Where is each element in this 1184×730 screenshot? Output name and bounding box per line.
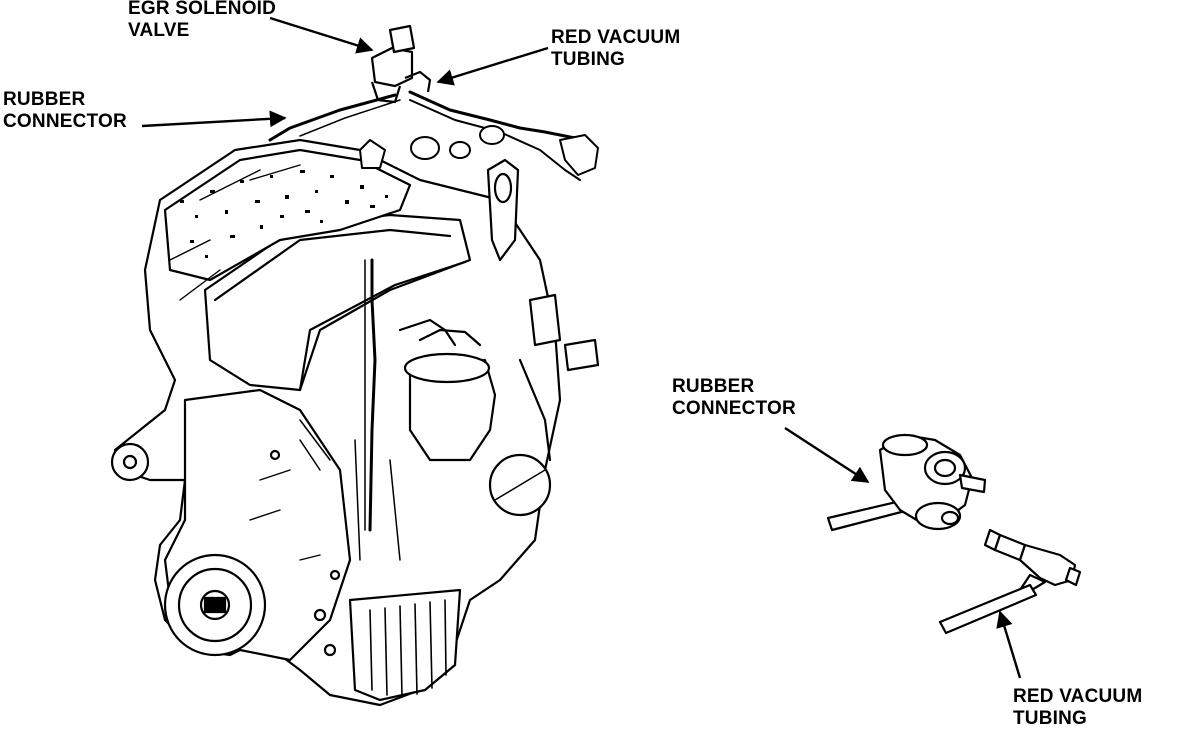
arrow-red-vacuum-bottom [996, 610, 1022, 679]
label-line: EGR SOLENOID [128, 0, 277, 19]
label-line: RUBBER [3, 89, 86, 110]
egr-solenoid-valve-art [370, 24, 432, 104]
label-line: RUBBER [672, 376, 755, 397]
label-line: RED VACUUM [1013, 686, 1143, 707]
label-line: RED VACUUM [551, 27, 681, 48]
label-line: CONNECTOR [672, 398, 796, 419]
label-line: VALVE [128, 20, 190, 41]
arrow-rubber-connector-right [784, 426, 870, 484]
label-line: TUBING [551, 49, 626, 70]
intake-texture [180, 170, 388, 258]
arrow-egr-solenoid [269, 16, 374, 54]
label-line: TUBING [1013, 708, 1088, 729]
engine-illustration [110, 138, 600, 707]
arrow-red-vacuum-top [436, 46, 549, 86]
leader-lines [141, 16, 1022, 679]
label-egr-solenoid-valve: EGR SOLENOID VALVE [128, 0, 276, 42]
arrow-rubber-connector-left [141, 110, 287, 128]
rubber-connector-detail [826, 433, 1082, 635]
label-line: CONNECTOR [3, 111, 127, 132]
label-rubber-connector-right: RUBBER CONNECTOR [672, 376, 796, 420]
label-red-vacuum-tubing-bottom: RED VACUUM TUBING [1013, 686, 1142, 730]
vacuum-harness-top [268, 90, 599, 181]
label-red-vacuum-tubing-top: RED VACUUM TUBING [551, 27, 680, 71]
label-rubber-connector-left: RUBBER CONNECTOR [3, 89, 127, 133]
